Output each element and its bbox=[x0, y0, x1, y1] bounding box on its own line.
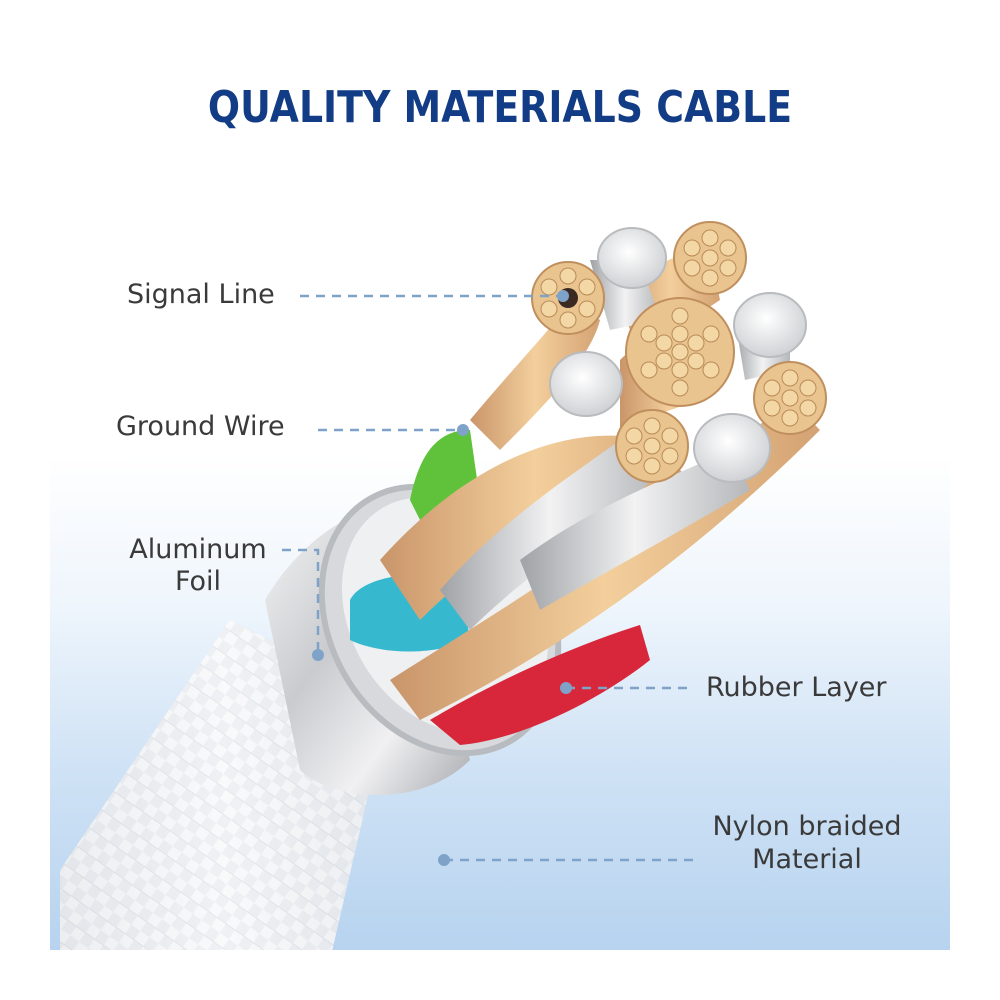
leader-aluminum-foil bbox=[282, 548, 320, 652]
dot-ground-wire bbox=[457, 424, 469, 436]
copper-end bbox=[625, 297, 735, 407]
dot-rubber-layer bbox=[560, 682, 572, 694]
copper-end bbox=[753, 361, 827, 435]
label-foil: Foil bbox=[174, 566, 222, 597]
label-nylon-braided: Nylon braided bbox=[712, 811, 902, 842]
label-aluminum: Aluminum bbox=[129, 534, 267, 565]
leader-lines bbox=[282, 294, 700, 862]
silver-cap bbox=[693, 413, 771, 483]
copper-end bbox=[673, 221, 747, 295]
label-rubber-layer: Rubber Layer bbox=[706, 672, 887, 703]
silver-cap bbox=[549, 351, 623, 417]
label-ground-wire: Ground Wire bbox=[116, 411, 285, 442]
copper-end bbox=[615, 409, 689, 483]
label-signal-line: Signal Line bbox=[127, 279, 275, 310]
leader-dots bbox=[312, 290, 572, 866]
red-insulation bbox=[430, 625, 650, 745]
dot-aluminum-foil bbox=[312, 649, 324, 661]
silver-cap bbox=[733, 292, 807, 358]
silver-cap bbox=[597, 227, 667, 289]
dot-nylon bbox=[438, 854, 450, 866]
label-material: Material bbox=[752, 844, 862, 875]
dot-signal-line bbox=[557, 290, 569, 302]
page-title: QUALITY MATERIALS CABLE bbox=[207, 82, 793, 133]
